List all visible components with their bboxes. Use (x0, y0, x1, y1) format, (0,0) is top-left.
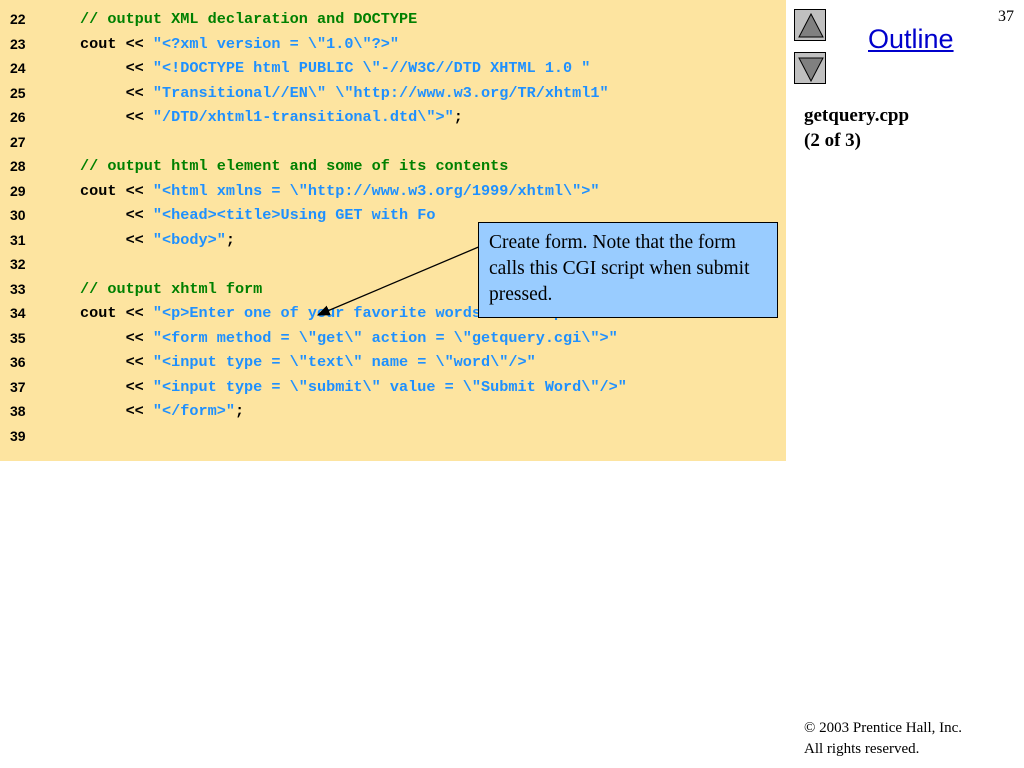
line-number: 35 (10, 329, 26, 346)
code-line: 28 // output html element and some of its… (0, 154, 786, 178)
code-line: 26 << "/DTD/xhtml1-transitional.dtd\">"; (0, 105, 786, 129)
file-part: (2 of 3) (804, 130, 861, 151)
code-token-plain: ; (453, 108, 463, 126)
line-number: 26 (10, 109, 26, 125)
code-text: cout << "<?xml version = \"1.0\"?>" (80, 32, 399, 56)
code-text: << "/DTD/xhtml1-transitional.dtd\">"; (80, 105, 463, 129)
line-number: 29 (10, 182, 26, 199)
code-token-string: "<input type = \"text\" name = \"word\"/… (152, 353, 536, 371)
code-token-plain: << (80, 83, 153, 102)
outline-link[interactable]: Outline (868, 24, 954, 54)
line-number: 31 (10, 231, 26, 248)
code-token-string: "<input type = \"submit\" value = \"Subm… (152, 377, 627, 396)
code-token-plain: << (80, 328, 153, 347)
code-token-plain: << (80, 108, 153, 126)
code-line: 29 cout << "<html xmlns = \"http://www.w3… (0, 179, 786, 203)
line-number: 25 (10, 84, 26, 101)
code-token-plain: << (80, 377, 153, 396)
triangle-up-icon (798, 12, 824, 38)
code-text: << "<form method = \"get\" action = \"ge… (80, 326, 618, 350)
code-token-comment: // output xhtml form (80, 279, 263, 298)
code-token-plain: << (80, 206, 153, 224)
code-line: 37 << "<input type = \"submit\" value = … (0, 375, 786, 399)
code-line: 27 (0, 130, 786, 154)
next-slide-button[interactable] (794, 52, 826, 84)
line-number: 37 (10, 378, 26, 395)
code-token-plain: cout << (80, 304, 153, 322)
code-line: 39 (0, 424, 786, 448)
code-text: // output xhtml form (80, 277, 262, 301)
code-token-plain: << (80, 353, 153, 371)
line-number: 32 (10, 256, 26, 272)
copyright-line1: 2003 Prentice Hall, Inc. (815, 720, 963, 736)
line-number: 27 (10, 133, 26, 150)
code-text: << "Transitional//EN\" \"http://www.w3.o… (80, 81, 609, 105)
code-text: << "<!DOCTYPE html PUBLIC \"-//W3C//DTD … (80, 56, 591, 80)
line-number: 33 (10, 280, 26, 297)
code-line: 22 // output XML declaration and DOCTYPE (0, 7, 786, 31)
code-token-string: "<body>" (152, 230, 226, 249)
copyright-symbol: © (804, 720, 816, 736)
code-token-string: "<head><title>Using GET with Fo (152, 206, 436, 224)
code-text: << "<input type = \"text\" name = \"word… (80, 350, 536, 374)
code-line: 33 // output xhtml form (0, 277, 786, 301)
line-number: 22 (10, 11, 26, 27)
copyright-line2: All rights reserved. (804, 741, 920, 757)
code-token-plain: cout << (80, 34, 153, 53)
line-number: 34 (10, 305, 26, 321)
code-line: 32 (0, 252, 786, 276)
code-line: 36 << "<input type = \"text\" name = \"w… (0, 350, 786, 374)
code-token-string: "<form method = \"get\" action = \"getqu… (152, 328, 618, 347)
code-line: 31 << "<body>"; (0, 228, 786, 252)
code-token-plain: ; (225, 230, 235, 249)
code-token-string: "<!DOCTYPE html PUBLIC \"-//W3C//DTD XHT… (152, 59, 591, 77)
code-token-comment: // output XML declaration and DOCTYPE (80, 10, 418, 28)
code-token-string: "<?xml version = \"1.0\"?>" (152, 34, 399, 53)
file-title: getquery.cpp (2 of 3) (804, 103, 1014, 153)
line-number: 23 (10, 35, 26, 52)
code-token-plain: << (80, 59, 153, 77)
code-token-string: "Transitional//EN\" \"http://www.w3.org/… (152, 83, 609, 102)
line-number: 39 (10, 427, 26, 444)
code-token-plain: cout << (80, 181, 153, 200)
code-line: 24 << "<!DOCTYPE html PUBLIC \"-//W3C//D… (0, 56, 786, 80)
code-token-string: "<html xmlns = \"http://www.w3.org/1999/… (152, 181, 600, 200)
previous-slide-button[interactable] (794, 9, 826, 41)
code-token-plain: ; (234, 402, 245, 420)
code-line: 38 << "</form>"; (0, 399, 786, 423)
code-line: 25 << "Transitional//EN\" \"http://www.w… (0, 81, 786, 105)
line-number: 38 (10, 403, 26, 419)
line-number: 28 (10, 158, 26, 174)
code-token-comment: // output html element and some of its c… (80, 157, 509, 175)
code-text: cout << "<html xmlns = \"http://www.w3.o… (80, 179, 600, 203)
code-line: 35 << "<form method = \"get\" action = \… (0, 326, 786, 350)
file-name: getquery.cpp (804, 105, 910, 126)
code-text: // output XML declaration and DOCTYPE (80, 7, 417, 31)
copyright-notice: © 2003 Prentice Hall, Inc. All rights re… (804, 718, 1019, 760)
code-token-string: "</form>" (152, 402, 235, 420)
code-line: 23 cout << "<?xml version = \"1.0\"?>" (0, 32, 786, 56)
callout-box: Create form. Note that the form calls th… (478, 222, 778, 318)
code-text: << "<body>"; (80, 228, 235, 252)
line-number: 36 (10, 354, 26, 370)
line-number: 30 (10, 207, 26, 223)
code-text: << "</form>"; (80, 399, 245, 423)
code-token-plain: << (80, 402, 153, 420)
code-token-plain: << (80, 230, 153, 249)
code-text: << "<head><title>Using GET with Fo (80, 203, 436, 227)
line-number: 24 (10, 60, 26, 76)
code-token-string: "/DTD/xhtml1-transitional.dtd\">" (152, 108, 454, 126)
page-number: 37 (998, 8, 1014, 25)
code-text: // output html element and some of its c… (80, 154, 508, 178)
code-line: 30 << "<head><title>Using GET with Fo (0, 203, 786, 227)
code-text: << "<input type = \"submit\" value = \"S… (80, 375, 627, 399)
triangle-down-icon (798, 57, 824, 83)
